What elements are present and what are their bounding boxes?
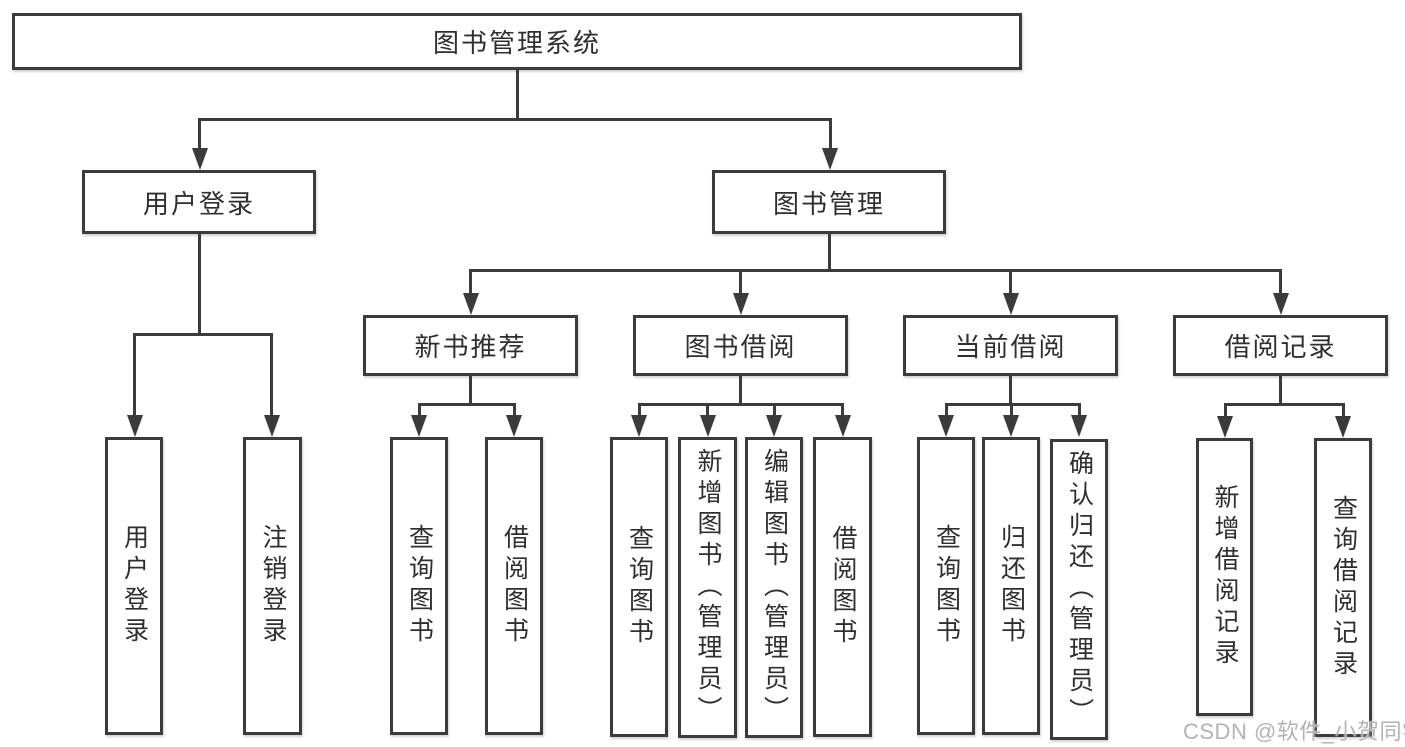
arrowhead-borrow-leaf2: [700, 415, 716, 437]
arrowhead-root-to-login: [192, 148, 208, 170]
node-borrow-records-label: 借阅记录: [1224, 332, 1337, 362]
arrowhead-login-leaf1: [127, 415, 143, 437]
leaf-records-add-label: 新增借阅记录: [1211, 484, 1239, 670]
arrowhead-newbook-leaf2: [506, 415, 522, 437]
arrowhead-mgmt-group1: [463, 293, 479, 315]
node-book-management: 图书管理: [712, 170, 946, 234]
node-current-borrow-label: 当前借阅: [954, 332, 1067, 362]
leaf-newbook-query-label: 查询图书: [405, 524, 434, 648]
connector-records-leaf2-shaft: [1342, 403, 1345, 417]
leaf-user-login-label: 用户登录: [120, 524, 149, 648]
arrowhead-mgmt-group2: [733, 293, 749, 315]
watermark-text: CSDN @软件_小贺同学: [1183, 719, 1405, 744]
connector-mgmt-group1-shaft: [469, 269, 472, 295]
leaf-borrow-edit-admin-label: 编辑图书（管理员）: [760, 448, 789, 727]
node-book-borrow-label: 图书借阅: [684, 332, 797, 362]
leaf-logout: 注销登录: [243, 437, 302, 735]
arrowhead-mgmt-group4: [1273, 293, 1289, 315]
connector-records-stem: [1279, 376, 1282, 405]
connector-current-splitter: [946, 403, 1081, 406]
connector-current-leaf1-shaft: [945, 403, 948, 416]
connector-mgmt-group2-shaft: [739, 269, 742, 295]
leaf-logout-label: 注销登录: [259, 524, 287, 648]
connector-records-splitter: [1225, 403, 1345, 406]
connector-login-stem: [198, 234, 201, 335]
node-user-login-label: 用户登录: [142, 188, 255, 219]
connector-root-stem: [516, 70, 519, 118]
connector-newbook-leaf2-shaft: [513, 403, 516, 416]
connector-login-leaf1-shaft: [133, 333, 136, 417]
leaf-records-add: 新增借阅记录: [1196, 438, 1253, 716]
arrowhead-current-leaf1: [938, 415, 954, 437]
connector-root-to-login-shaft: [198, 118, 201, 150]
connector-borrow-splitter: [639, 403, 844, 406]
arrowhead-mgmt-group3: [1003, 293, 1019, 315]
leaf-current-return: 归还图书: [982, 437, 1040, 735]
arrowhead-newbook-leaf1: [411, 415, 427, 437]
node-root: 图书管理系统: [12, 13, 1022, 70]
leaf-user-login: 用户登录: [105, 437, 163, 735]
arrowhead-borrow-leaf4: [835, 415, 851, 437]
leaf-current-query: 查询图书: [917, 437, 975, 735]
leaf-borrow-add-admin-label: 新增图书（管理员）: [694, 448, 722, 727]
leaf-records-query-label: 查询借阅记录: [1329, 494, 1358, 681]
connector-login-leaf2-shaft: [270, 333, 273, 417]
leaf-current-return-label: 归还图书: [997, 524, 1026, 648]
connector-root-splitter: [198, 118, 831, 121]
leaf-newbook-borrow-label: 借阅图书: [500, 524, 529, 648]
connector-current-leaf2-shaft: [1010, 403, 1013, 416]
arrowhead-borrow-leaf1: [631, 415, 647, 437]
connector-mgmt-group3-shaft: [1009, 269, 1012, 295]
node-book-management-label: 图书管理: [772, 188, 885, 219]
node-current-borrow: 当前借阅: [903, 315, 1118, 376]
leaf-borrow-borrow: 借阅图书: [813, 437, 872, 737]
connector-current-stem: [1009, 376, 1012, 405]
node-new-book-recommend: 新书推荐: [363, 315, 578, 376]
leaf-borrow-query-label: 查询图书: [625, 525, 654, 649]
leaf-current-confirm-admin: 确认归还（管理员）: [1050, 439, 1108, 740]
arrowhead-current-leaf3: [1071, 415, 1087, 437]
connector-borrow-leaf2-shaft: [706, 403, 709, 416]
connector-root-to-mgmt-shaft: [829, 118, 832, 150]
connector-current-leaf3-shaft: [1078, 403, 1081, 416]
leaf-newbook-query: 查询图书: [390, 437, 448, 735]
connector-mgmt-stem: [828, 234, 831, 271]
node-borrow-records: 借阅记录: [1173, 315, 1388, 376]
arrowhead-records-leaf1: [1217, 416, 1233, 438]
connector-newbook-splitter: [419, 403, 516, 406]
leaf-current-query-label: 查询图书: [932, 524, 961, 648]
leaf-borrow-query: 查询图书: [610, 437, 668, 737]
arrowhead-borrow-leaf3: [766, 415, 782, 437]
leaf-records-query: 查询借阅记录: [1314, 438, 1372, 737]
node-user-login: 用户登录: [82, 170, 316, 234]
connector-mgmt-group4-shaft: [1279, 269, 1282, 295]
connector-borrow-stem: [739, 376, 742, 405]
arrowhead-records-leaf2: [1335, 416, 1351, 438]
leaf-borrow-borrow-label: 借阅图书: [829, 525, 857, 649]
leaf-current-confirm-admin-label: 确认归还（管理员）: [1065, 450, 1094, 729]
connector-newbook-leaf1-shaft: [418, 403, 421, 416]
node-book-borrow: 图书借阅: [633, 315, 848, 376]
node-new-book-recommend-label: 新书推荐: [414, 332, 527, 362]
arrowhead-login-leaf2: [264, 415, 280, 437]
connector-borrow-leaf3-shaft: [773, 403, 776, 416]
arrowhead-root-to-mgmt: [822, 148, 838, 170]
leaf-borrow-add-admin: 新增图书（管理员）: [678, 437, 737, 738]
connector-records-leaf1-shaft: [1224, 403, 1227, 417]
connector-borrow-leaf4-shaft: [841, 403, 844, 416]
connector-newbook-stem: [469, 376, 472, 405]
connector-borrow-leaf1-shaft: [638, 403, 641, 416]
connector-mgmt-splitter: [470, 269, 1282, 272]
node-root-label: 图书管理系统: [432, 28, 601, 58]
arrowhead-current-leaf2: [1003, 415, 1019, 437]
connector-login-splitter: [134, 333, 273, 336]
leaf-borrow-edit-admin: 编辑图书（管理员）: [745, 437, 803, 738]
leaf-newbook-borrow: 借阅图书: [485, 437, 543, 735]
